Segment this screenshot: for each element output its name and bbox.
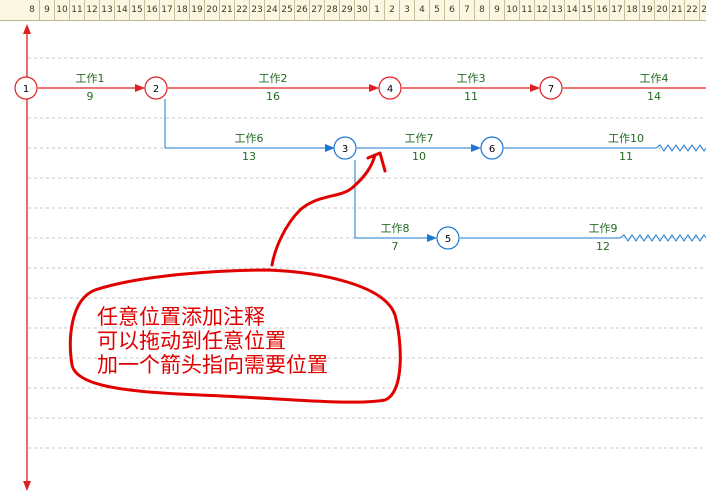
ruler-tick: 22 <box>685 0 700 20</box>
ruler-tick: 19 <box>640 0 655 20</box>
ruler-tick: 17 <box>610 0 625 20</box>
label-work3-name: 工作3 <box>457 72 486 85</box>
ruler-tick: 6 <box>445 0 460 20</box>
label-work6-name: 工作6 <box>235 132 264 145</box>
annotation-bubble-outline <box>68 268 402 404</box>
ruler-tick: 19 <box>190 0 205 20</box>
ruler-tick: 8 <box>475 0 490 20</box>
node-4[interactable]: 4 <box>378 76 402 100</box>
label-work2-duration: 16 <box>266 90 280 103</box>
ruler-tick: 23 <box>700 0 706 20</box>
ruler-tick: 20 <box>655 0 670 20</box>
ruler-tick: 21 <box>220 0 235 20</box>
ruler-tick: 12 <box>85 0 100 20</box>
label-work4-name: 工作4 <box>640 72 669 85</box>
node-5[interactable]: 5 <box>436 226 460 250</box>
label-work9-name: 工作9 <box>589 222 618 235</box>
ruler-tick: 22 <box>235 0 250 20</box>
annotation-arrow-head <box>366 151 387 173</box>
label-work10-duration: 11 <box>619 150 633 163</box>
annotation-line-2: 可以拖动到任意位置 <box>97 329 286 353</box>
vertical-axis <box>23 24 31 491</box>
label-work7-name: 工作7 <box>405 132 434 145</box>
ruler-tick: 25 <box>280 0 295 20</box>
noncritical-path <box>164 99 706 242</box>
label-work3-duration: 11 <box>464 90 478 103</box>
label-work1-duration: 9 <box>87 90 94 103</box>
ruler-tick: 21 <box>670 0 685 20</box>
svg-text:1: 1 <box>23 84 29 95</box>
label-work1-name: 工作1 <box>76 72 105 85</box>
annotation-callout[interactable]: 任意位置添加注释 可以拖动到任意位置 加一个箭头指向需要位置 <box>68 151 402 404</box>
ruler-tick: 17 <box>160 0 175 20</box>
annotation-arrow-curve <box>270 153 377 267</box>
node-6[interactable]: 6 <box>480 136 504 160</box>
ruler-tick: 28 <box>325 0 340 20</box>
ruler-tick: 16 <box>595 0 610 20</box>
svg-text:5: 5 <box>445 234 451 245</box>
label-work8-name: 工作8 <box>381 222 410 235</box>
svg-text:4: 4 <box>387 84 393 95</box>
ruler-tick: 18 <box>625 0 640 20</box>
ruler-tick: 15 <box>580 0 595 20</box>
activity-labels: 工作1 9 工作2 16 工作3 11 工作4 14 工作6 13 工作7 10… <box>76 72 669 253</box>
label-work4-duration: 14 <box>647 90 661 103</box>
ruler-tick: 7 <box>460 0 475 20</box>
ruler-tick: 8 <box>25 0 40 20</box>
label-work7-duration: 10 <box>412 150 426 163</box>
ruler-tick: 2 <box>385 0 400 20</box>
ruler-tick: 9 <box>490 0 505 20</box>
ruler-tick: 26 <box>295 0 310 20</box>
ruler-tick: 1 <box>370 0 385 20</box>
ruler-tick: 14 <box>115 0 130 20</box>
ruler-tick: 4 <box>415 0 430 20</box>
ruler-tick: 15 <box>130 0 145 20</box>
ruler-tick: 24 <box>265 0 280 20</box>
annotation-line-1: 任意位置添加注释 <box>97 305 265 329</box>
float-wave-work10 <box>655 144 706 152</box>
ruler-tick: 12 <box>535 0 550 20</box>
ruler-tick: 30 <box>355 0 370 20</box>
label-work9-duration: 12 <box>596 240 610 253</box>
svg-text:3: 3 <box>342 144 348 155</box>
svg-text:6: 6 <box>489 144 495 155</box>
ruler-tick: 13 <box>550 0 565 20</box>
node-2[interactable]: 2 <box>144 76 168 100</box>
float-wave-work9 <box>619 234 706 242</box>
ruler-tick: 10 <box>55 0 70 20</box>
ruler-tick: 29 <box>340 0 355 20</box>
ruler-tick: 11 <box>70 0 85 20</box>
ruler-tick: 3 <box>400 0 415 20</box>
arrow-work6 <box>164 99 335 152</box>
ruler-tick: 10 <box>505 0 520 20</box>
ruler-tick: 20 <box>205 0 220 20</box>
ruler-tick: 14 <box>565 0 580 20</box>
ruler-tick: 5 <box>430 0 445 20</box>
ruler-tick: 27 <box>310 0 325 20</box>
ruler-tick: 11 <box>520 0 535 20</box>
node-7[interactable]: 7 <box>539 76 563 100</box>
ruler-tick: 9 <box>40 0 55 20</box>
label-work6-duration: 13 <box>242 150 256 163</box>
ruler-tick: 18 <box>175 0 190 20</box>
ruler-tick: 13 <box>100 0 115 20</box>
label-work8-duration: 7 <box>392 240 399 253</box>
ruler-tick: 16 <box>145 0 160 20</box>
annotation-line-3: 加一个箭头指向需要位置 <box>97 353 328 377</box>
label-work10-name: 工作10 <box>608 132 644 145</box>
svg-text:2: 2 <box>153 84 159 95</box>
node-3[interactable]: 3 <box>333 136 357 160</box>
node-1[interactable]: 1 <box>14 76 38 100</box>
label-work2-name: 工作2 <box>259 72 288 85</box>
ruler-tick: 23 <box>250 0 265 20</box>
svg-text:7: 7 <box>548 84 554 95</box>
